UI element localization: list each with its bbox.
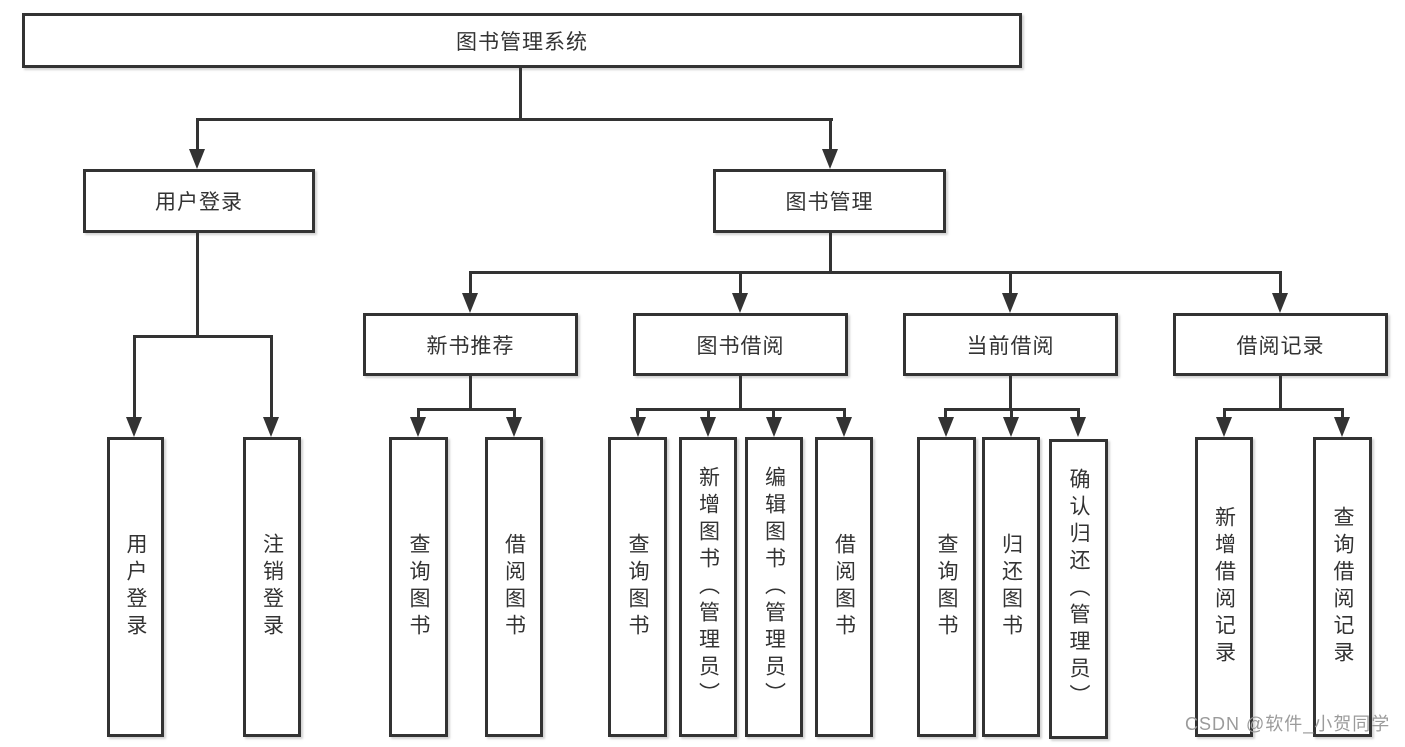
connector-bookmgmt-bar [469,271,1282,274]
arrowhead-down-icon [1070,417,1086,437]
leaf-logout-label: 注销登录 [260,533,284,641]
connector-borrowing-bar [636,408,846,411]
node-root-label: 图书管理系统 [456,30,588,54]
leaf-query-borrow-record-label: 查询借阅记录 [1331,506,1354,668]
arrowhead-down-icon [766,417,782,437]
connector-newbook-stem [469,376,472,410]
node-new-book-recommendation: 新书推荐 [363,313,578,376]
leaf-add-books-admin: 新增图书（管理员） [679,437,737,737]
connector-userlogin-drop-left [133,335,136,419]
connector-userlogin-bar [133,335,273,338]
arrowhead-down-icon [836,417,852,437]
connector-records-drop-1 [1223,408,1226,419]
node-borrowing-records: 借阅记录 [1173,313,1388,376]
connector-newbook-drop-2 [513,408,516,419]
leaf-borrow-books-recommend: 借阅图书 [485,437,543,737]
node-borrowing-records-label: 借阅记录 [1236,334,1325,358]
arrowhead-down-icon [506,417,522,437]
leaf-query-books-recommend-label: 查询图书 [407,533,430,641]
arrowhead-down-icon [1003,417,1019,437]
leaf-user-login-label: 用户登录 [124,533,147,641]
arrowhead-down-icon [1002,293,1018,313]
leaf-add-borrow-record-label: 新增借阅记录 [1212,506,1236,668]
arrowhead-down-icon [1272,293,1288,313]
leaf-query-books-borrowing-label: 查询图书 [626,533,649,641]
connector-newbook-bar [417,408,516,411]
arrowhead-down-icon [1216,417,1232,437]
connector-bookmgmt-drop-1 [469,271,472,295]
leaf-confirm-return-admin: 确认归还（管理员） [1049,439,1108,739]
arrowhead-down-icon [189,149,205,169]
connector-borrowing-drop-3 [772,408,775,419]
node-root: 图书管理系统 [22,13,1022,68]
node-current-borrowing-label: 当前借阅 [966,334,1055,358]
connector-root-drop-right [829,118,832,151]
connector-current-stem [1009,376,1012,410]
connector-bookmgmt-stem [829,233,832,273]
connector-borrowing-stem [739,376,742,410]
leaf-query-borrow-record: 查询借阅记录 [1313,437,1372,737]
connector-bookmgmt-drop-3 [1009,271,1012,295]
leaf-add-books-admin-label: 新增图书（管理员） [696,465,720,709]
arrowhead-down-icon [1334,417,1350,437]
leaf-query-books-recommend: 查询图书 [389,437,448,737]
arrowhead-down-icon [938,417,954,437]
leaf-logout: 注销登录 [243,437,301,737]
arrowhead-down-icon [263,417,279,437]
leaf-query-books-current: 查询图书 [917,437,976,737]
connector-root-stem [519,66,522,120]
connector-borrowing-drop-1 [636,408,639,419]
leaf-query-books-current-label: 查询图书 [935,533,958,641]
leaf-edit-books-admin-label: 编辑图书（管理员） [762,465,786,709]
node-book-borrowing-label: 图书借阅 [696,334,785,358]
watermark: CSDN @软件_小贺同学 [1185,714,1391,734]
connector-current-drop-2 [1010,408,1013,419]
leaf-add-borrow-record: 新增借阅记录 [1195,437,1253,737]
arrowhead-down-icon [630,417,646,437]
node-current-borrowing: 当前借阅 [903,313,1118,376]
arrowhead-down-icon [410,417,426,437]
connector-borrowing-drop-2 [707,408,710,419]
leaf-borrow-books-borrowing: 借阅图书 [815,437,873,737]
connector-records-drop-2 [1341,408,1344,419]
arrowhead-down-icon [700,417,716,437]
arrowhead-down-icon [462,293,478,313]
connector-root-drop-left [196,118,199,151]
connector-current-drop-3 [1077,408,1080,419]
arrowhead-down-icon [822,149,838,169]
connector-root-bar [196,118,833,121]
connector-borrowing-drop-4 [843,408,846,419]
node-user-login-label: 用户登录 [155,191,243,214]
connector-current-drop-1 [944,408,947,419]
connector-records-stem [1279,376,1282,410]
node-book-borrowing: 图书借阅 [633,313,848,376]
node-new-book-recommendation-label: 新书推荐 [426,334,515,358]
arrowhead-down-icon [126,417,142,437]
leaf-query-books-borrowing: 查询图书 [608,437,667,737]
arrowhead-down-icon [732,293,748,313]
connector-userlogin-drop-right [270,335,273,419]
connector-userlogin-stem [196,233,199,337]
connector-bookmgmt-drop-4 [1279,271,1282,295]
leaf-edit-books-admin: 编辑图书（管理员） [745,437,803,737]
leaf-borrow-books-borrowing-label: 借阅图书 [832,533,856,641]
leaf-user-login: 用户登录 [107,437,164,737]
leaf-confirm-return-admin-label: 确认归还（管理员） [1067,467,1090,711]
node-user-login: 用户登录 [83,169,315,233]
node-book-management: 图书管理 [713,169,946,233]
leaf-borrow-books-recommend-label: 借阅图书 [502,533,526,641]
connector-newbook-drop-1 [417,408,420,419]
connector-records-bar [1223,408,1344,411]
leaf-return-books: 归还图书 [982,437,1040,737]
leaf-return-books-label: 归还图书 [999,533,1023,641]
connector-bookmgmt-drop-2 [739,271,742,295]
node-book-management-label: 图书管理 [785,191,874,214]
